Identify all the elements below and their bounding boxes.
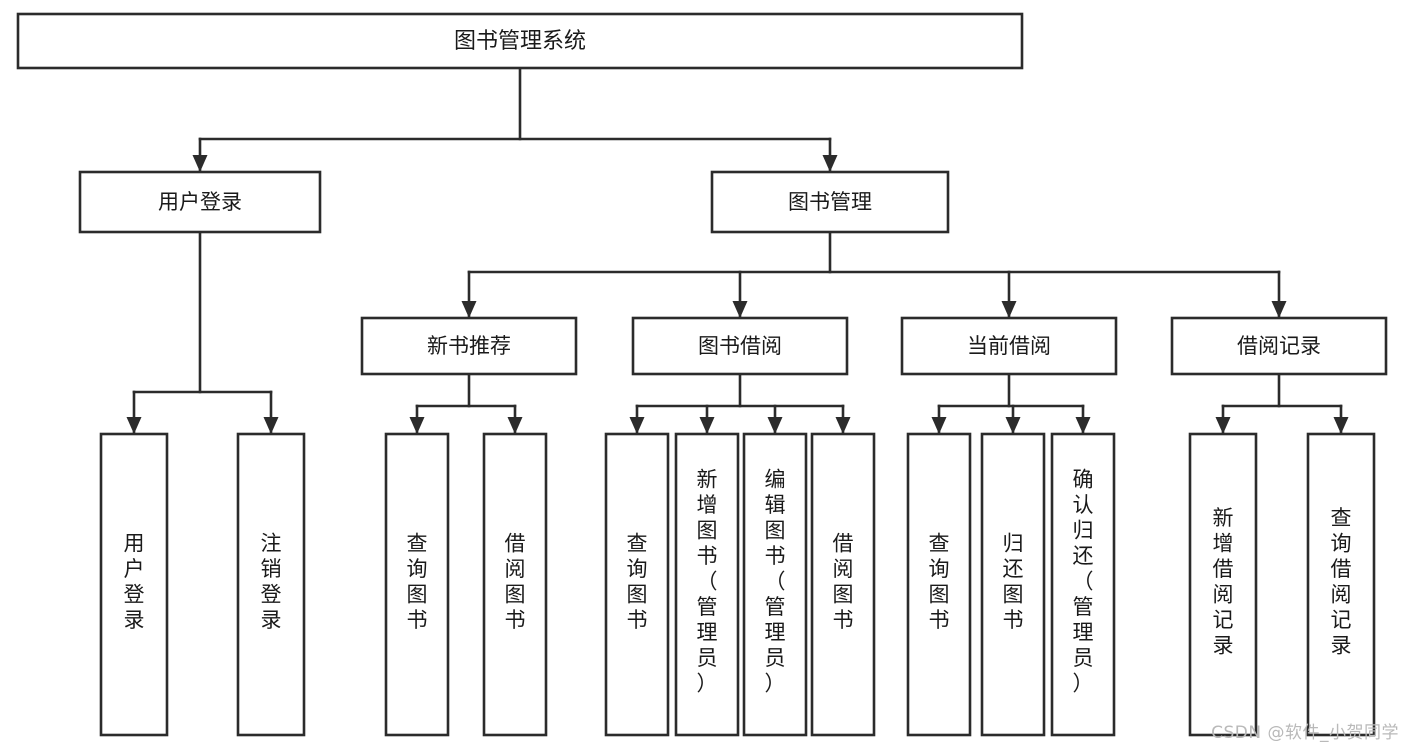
node-label: 借阅记录	[1237, 334, 1321, 358]
node-label: 用户登录	[124, 531, 145, 632]
node-leaf-2[interactable]: 查询图书	[384, 432, 450, 737]
node-leaf-7[interactable]: 借阅图书	[810, 432, 876, 737]
arrow-head	[931, 417, 947, 434]
node-label: 图书管理	[788, 190, 872, 214]
arrow-head	[126, 417, 142, 434]
node-leaf-9[interactable]: 归还图书	[980, 432, 1046, 737]
node-label: 图书借阅	[698, 334, 782, 358]
node-level2-1[interactable]: 图书管理	[710, 170, 950, 234]
node-leaf-6[interactable]: 编辑图书（管理员）	[742, 432, 808, 737]
node-label: 归还图书	[1003, 531, 1024, 632]
node-leaf-10[interactable]: 确认归还（管理员）	[1050, 432, 1116, 737]
node-leaf-11[interactable]: 新增借阅记录	[1188, 432, 1258, 737]
node-leaf-8[interactable]: 查询图书	[906, 432, 972, 737]
node-label: 查询图书	[929, 531, 950, 632]
arrow-head	[1005, 417, 1021, 434]
node-label: 新增图书（管理员）	[697, 468, 718, 696]
arrow-head	[822, 155, 838, 172]
node-level3-3[interactable]: 借阅记录	[1170, 316, 1388, 376]
node-leaf-1[interactable]: 注销登录	[236, 432, 306, 737]
node-level3-1[interactable]: 图书借阅	[631, 316, 849, 376]
node-leaf-5[interactable]: 新增图书（管理员）	[674, 432, 740, 737]
node-level3-2[interactable]: 当前借阅	[900, 316, 1118, 376]
node-label: 查询借阅记录	[1331, 506, 1352, 658]
arrow-head	[699, 417, 715, 434]
node-label: 借阅图书	[833, 531, 854, 632]
node-label: 查询图书	[407, 531, 428, 632]
arrow-head	[507, 417, 523, 434]
arrow-head	[1271, 301, 1287, 318]
arrow-head	[263, 417, 279, 434]
node-label: 编辑图书（管理员）	[765, 468, 786, 696]
node-level3-0[interactable]: 新书推荐	[360, 316, 578, 376]
node-label: 注销登录	[261, 531, 282, 632]
node-layer: 图书管理系统用户登录图书管理新书推荐图书借阅当前借阅借阅记录用户登录注销登录查询…	[16, 12, 1388, 737]
node-label: 新书推荐	[427, 334, 511, 358]
connector-layer	[126, 66, 1349, 436]
node-label: 确认归还（管理员）	[1073, 468, 1094, 696]
arrow-head	[192, 155, 208, 172]
node-leaf-4[interactable]: 查询图书	[604, 432, 670, 737]
arrow-head	[1215, 417, 1231, 434]
node-label: 图书管理系统	[454, 29, 586, 54]
arrow-head	[732, 301, 748, 318]
node-leaf-12[interactable]: 查询借阅记录	[1306, 432, 1376, 737]
arrow-head	[409, 417, 425, 434]
node-root[interactable]: 图书管理系统	[16, 12, 1024, 70]
node-label: 当前借阅	[967, 334, 1051, 358]
arrow-head	[1075, 417, 1091, 434]
arrow-head	[629, 417, 645, 434]
node-label: 查询图书	[627, 531, 648, 632]
node-level2-0[interactable]: 用户登录	[78, 170, 322, 234]
node-leaf-0[interactable]: 用户登录	[99, 432, 169, 737]
arrow-head	[461, 301, 477, 318]
arrow-head	[1333, 417, 1349, 434]
node-leaf-3[interactable]: 借阅图书	[482, 432, 548, 737]
node-label: 借阅图书	[505, 531, 526, 632]
node-label: 用户登录	[158, 190, 242, 214]
arrow-head	[767, 417, 783, 434]
arrow-head	[1001, 301, 1017, 318]
arrow-head	[835, 417, 851, 434]
node-label: 新增借阅记录	[1213, 506, 1234, 658]
